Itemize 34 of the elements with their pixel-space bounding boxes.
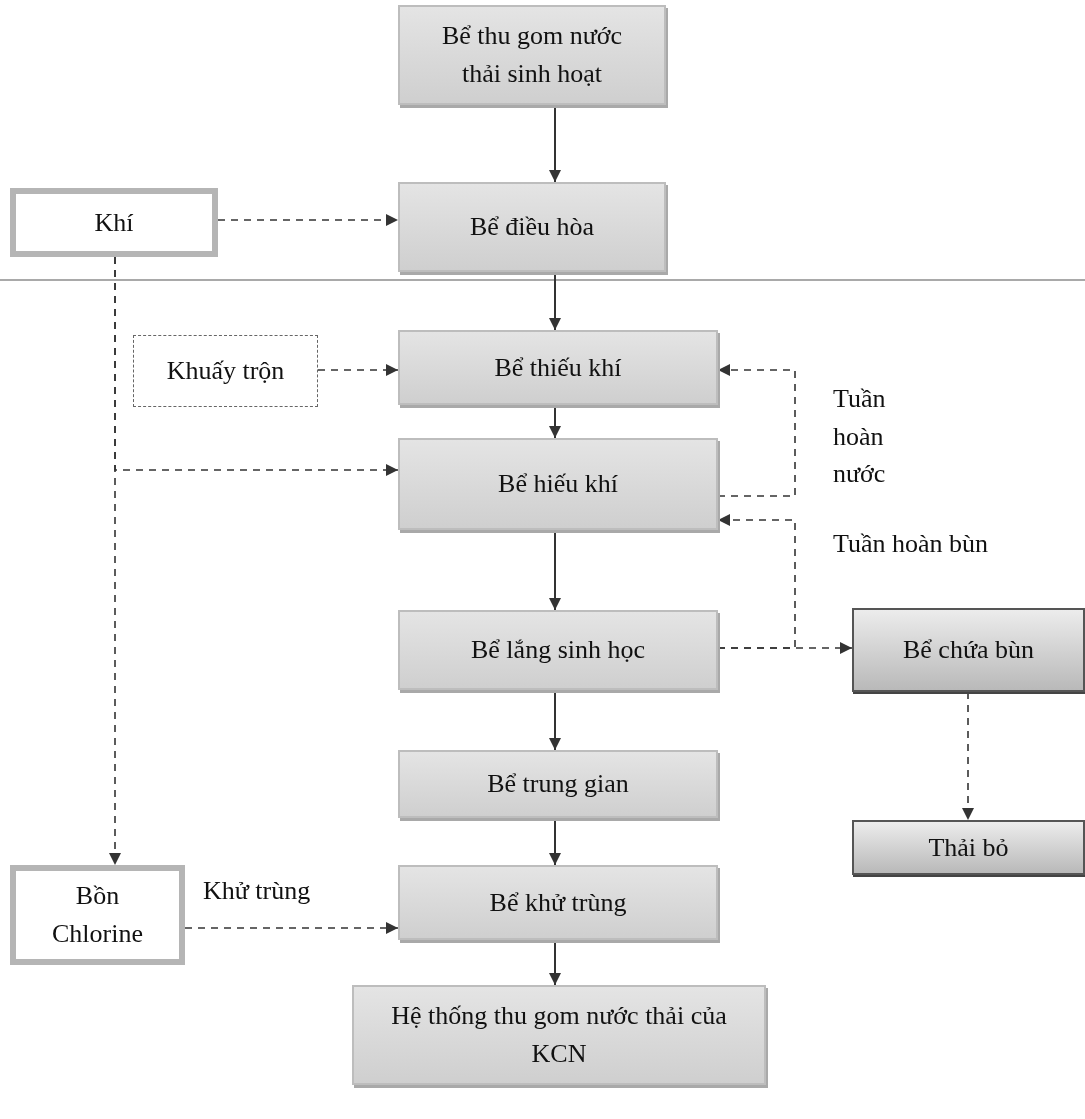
arrow xyxy=(962,691,974,821)
arrow xyxy=(114,256,399,476)
box-label: Hệ thống thu gom nước thải của KCN xyxy=(390,1000,728,1070)
box-label: Bể lắng sinh học xyxy=(471,634,645,667)
process-box xyxy=(398,330,718,405)
box-label: Bể hiếu khí xyxy=(498,468,618,501)
process-box xyxy=(352,985,766,1085)
arrow xyxy=(717,514,796,649)
supply-box xyxy=(10,188,218,257)
box-label: Bể thiếu khí xyxy=(494,351,622,384)
arrow xyxy=(317,364,399,376)
box-label: Bể khử trùng xyxy=(489,886,627,919)
arrow xyxy=(184,922,399,934)
box-label: Bể trung gian xyxy=(487,768,629,801)
dashed-box xyxy=(133,335,318,407)
process-box xyxy=(398,438,718,530)
box-label: Khuấy trộn xyxy=(166,355,285,388)
process-box xyxy=(398,182,666,272)
arrow xyxy=(717,642,853,654)
arrow xyxy=(717,364,796,497)
box-label: Bể thu gom nước thải sinh hoạt xyxy=(440,20,624,90)
process-box xyxy=(852,608,1085,692)
box-label: Thải bỏ xyxy=(928,831,1009,864)
process-box xyxy=(398,610,718,690)
supply-box xyxy=(10,865,185,965)
box-label: Khí xyxy=(94,206,134,239)
box-label: Bể điều hòa xyxy=(469,211,595,244)
process-box xyxy=(398,750,718,818)
arrow xyxy=(217,214,399,226)
process-box xyxy=(398,865,718,940)
process-box xyxy=(852,820,1085,875)
process-box xyxy=(398,5,666,105)
box-label: Bể chứa bùn xyxy=(902,634,1035,667)
box-label: Bồn Chlorine xyxy=(51,880,144,950)
